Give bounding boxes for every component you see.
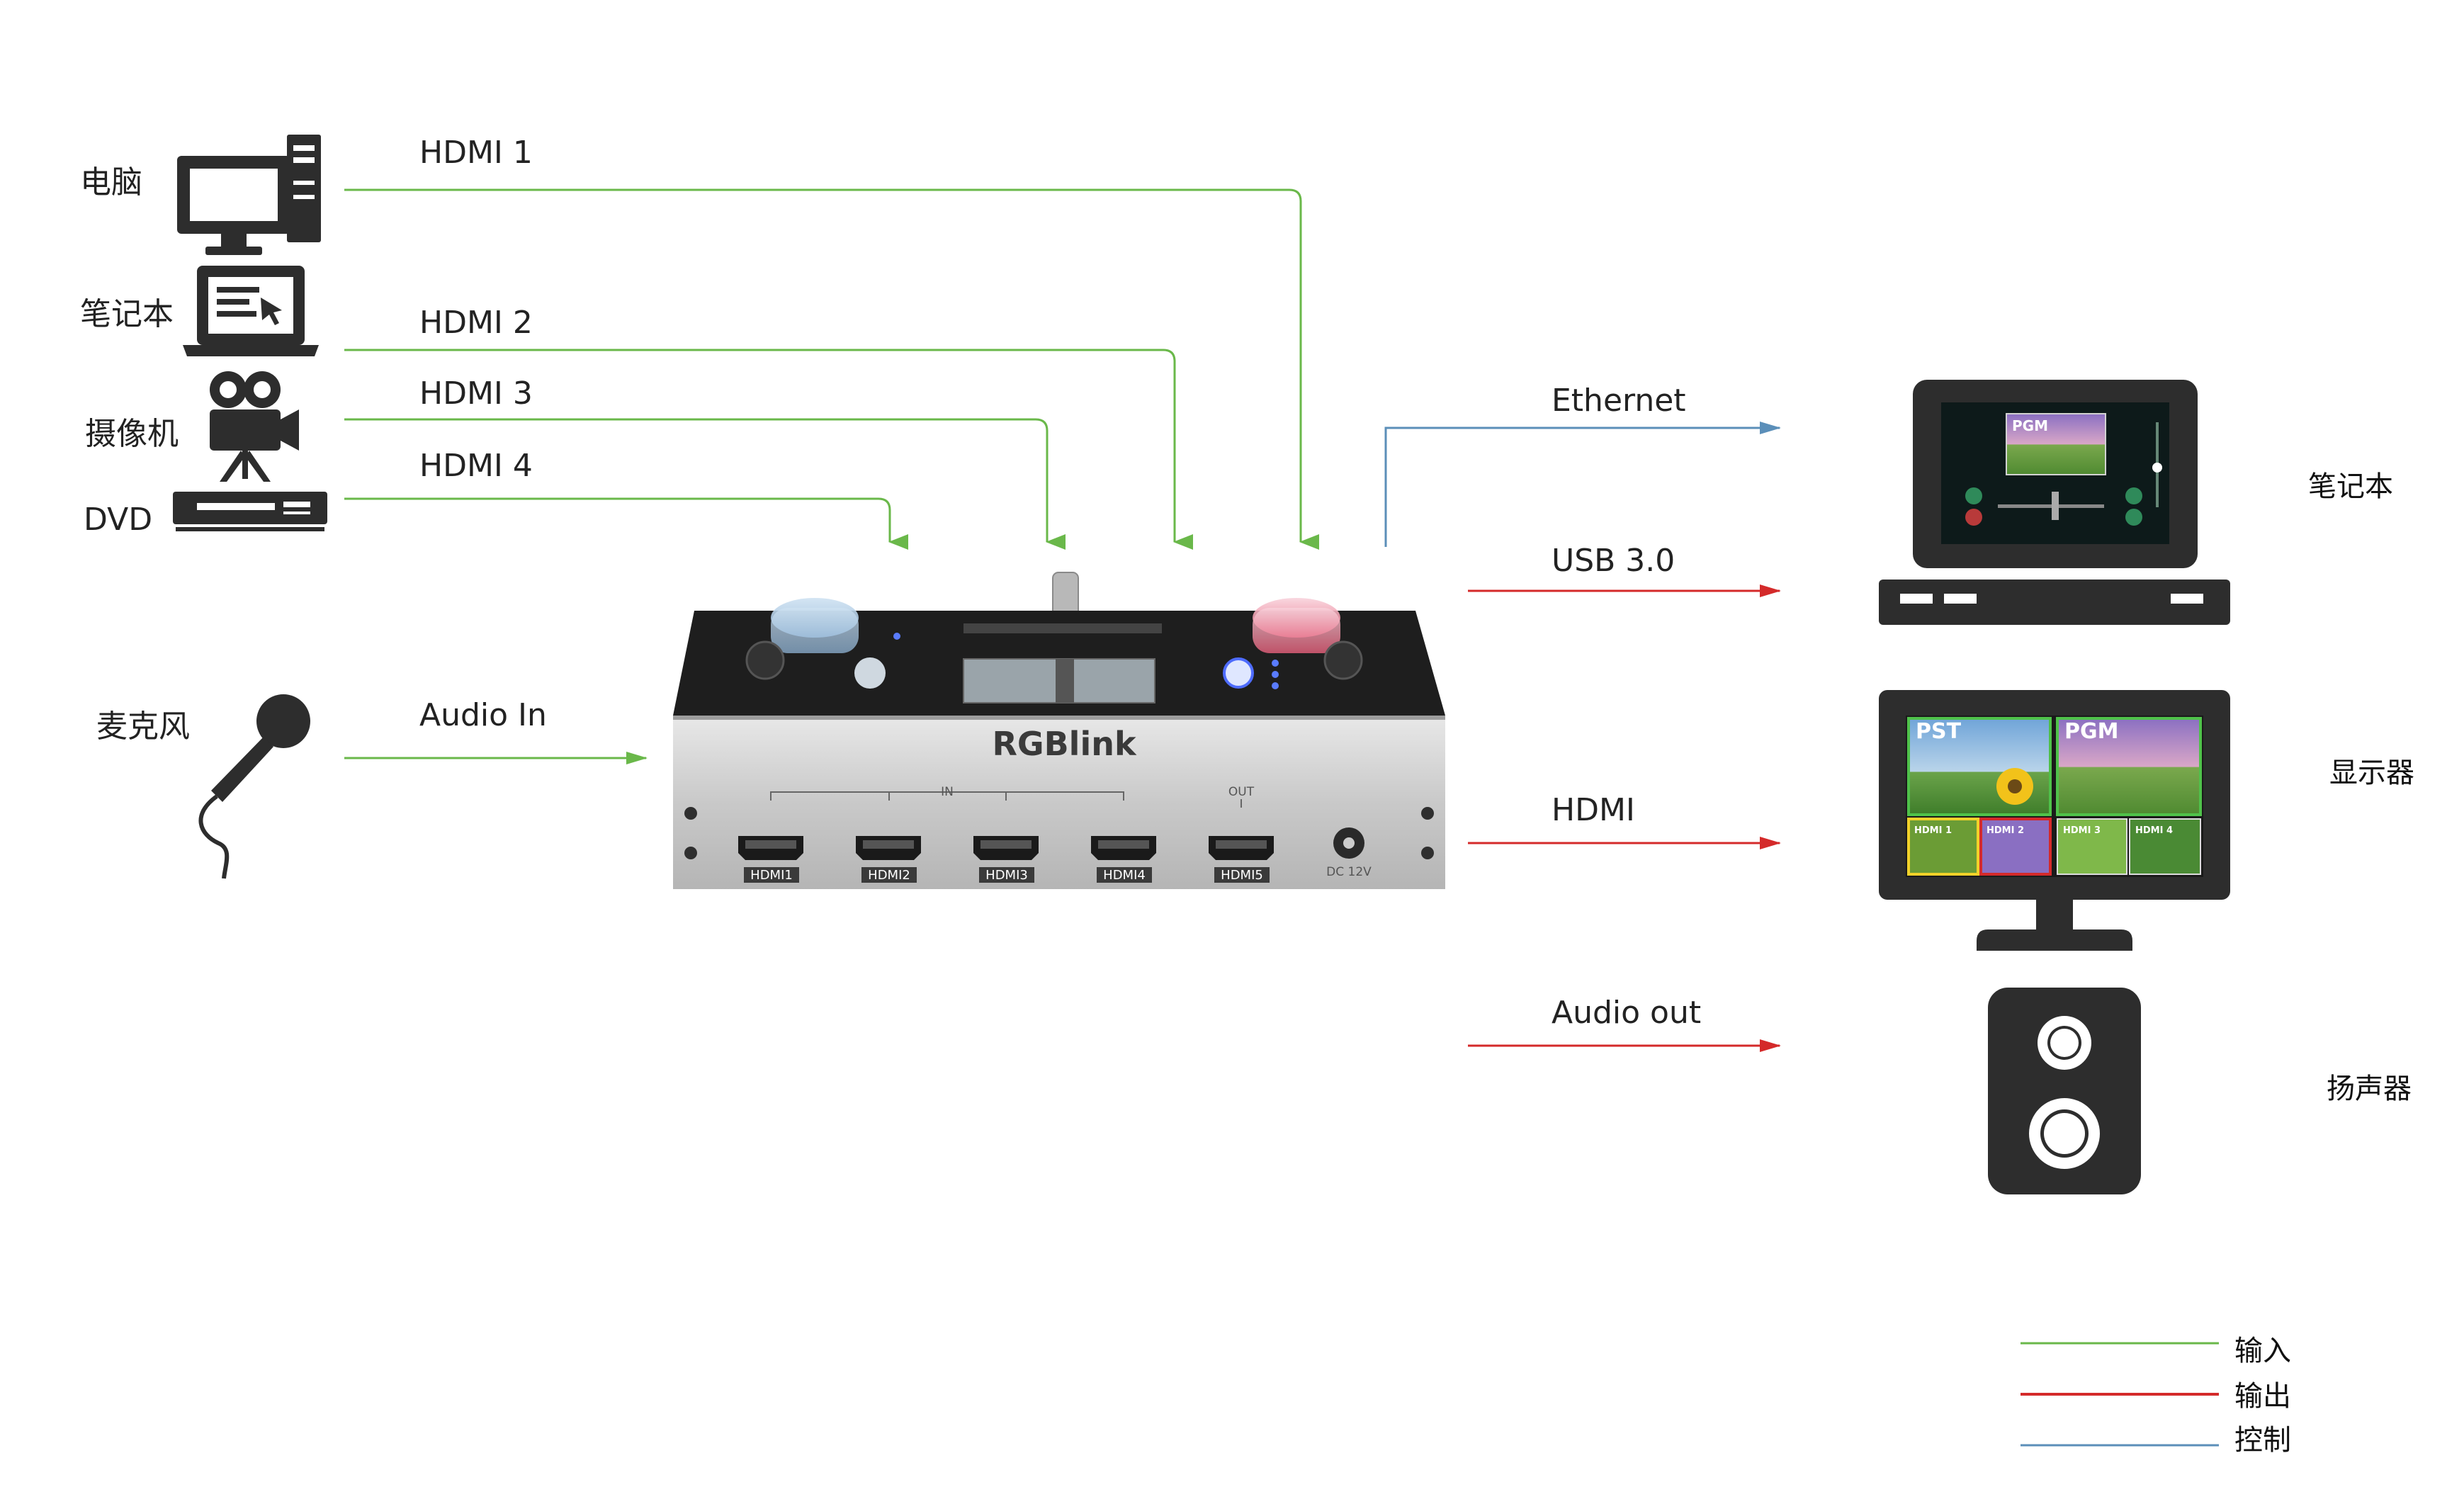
dest-label-laptop: 笔记本 bbox=[2308, 470, 2393, 503]
monitor-icon: PST PGM HDMI 1 HDMI 2 HDMI 3 HDMI 4 bbox=[1879, 690, 2230, 951]
dest-label-monitor: 显示器 bbox=[2329, 757, 2414, 789]
source-label-dvd: DVD bbox=[84, 502, 152, 538]
link-label-hdmi-out: HDMI bbox=[1552, 792, 1635, 828]
dc-power-jack: DC 12V bbox=[1326, 827, 1372, 879]
source-label-mic: 麦克风 bbox=[96, 708, 190, 745]
thumb-label-2: HDMI 2 bbox=[1987, 825, 2024, 836]
source-label-laptop: 笔记本 bbox=[80, 296, 174, 332]
laptop-screen-pgm: PGM bbox=[2012, 417, 2048, 434]
hdmi-port-5: HDMI5 bbox=[1209, 836, 1274, 883]
thumb-label-3: HDMI 3 bbox=[2063, 825, 2101, 836]
dest-label-speaker: 扬声器 bbox=[2327, 1073, 2412, 1105]
legend: 输入 输出 控制 bbox=[2021, 1335, 2291, 1457]
monitor-pst-label: PST bbox=[1916, 719, 1962, 744]
hdmi-port-2: HDMI2 bbox=[856, 836, 921, 883]
line-ethernet bbox=[1384, 422, 1781, 547]
link-label-usb: USB 3.0 bbox=[1552, 543, 1675, 579]
device-brand: RGBlink bbox=[992, 725, 1137, 763]
port-label-3: HDMI3 bbox=[985, 868, 1028, 883]
source-label-pc: 电脑 bbox=[80, 164, 142, 200]
monitor-pgm-label: PGM bbox=[2064, 719, 2118, 744]
link-label-audio-out: Audio out bbox=[1552, 995, 1701, 1031]
link-label-audio-in: Audio In bbox=[419, 697, 547, 733]
legend-label-output: 输出 bbox=[2234, 1380, 2291, 1413]
port-label-4: HDMI4 bbox=[1103, 868, 1146, 883]
legend-label-input: 输入 bbox=[2234, 1335, 2291, 1367]
video-mixer-device: RGBlink IN OUT HDMI1 HDMI2 HDMI bbox=[673, 572, 1445, 889]
in-label: IN bbox=[941, 785, 954, 799]
hdmi-port-3: HDMI3 bbox=[973, 836, 1039, 883]
link-label-hdmi-1: HDMI 1 bbox=[419, 135, 533, 171]
hdmi-port-1: HDMI1 bbox=[738, 836, 803, 883]
thumb-label-4: HDMI 4 bbox=[2135, 825, 2173, 836]
line-hdmi-3 bbox=[344, 418, 1066, 550]
link-label-hdmi-4: HDMI 4 bbox=[419, 448, 533, 484]
input-lines bbox=[344, 188, 1319, 764]
power-label: DC 12V bbox=[1326, 865, 1372, 879]
port-label-2: HDMI2 bbox=[868, 868, 910, 883]
laptop-icon: PGM bbox=[1879, 380, 2230, 625]
source-label-camera: 摄像机 bbox=[85, 416, 179, 452]
thumb-label-1: HDMI 1 bbox=[1914, 825, 1952, 836]
port-label-5: HDMI5 bbox=[1221, 868, 1263, 883]
link-label-hdmi-3: HDMI 3 bbox=[419, 375, 533, 412]
line-hdmi-4 bbox=[344, 497, 908, 550]
legend-label-control: 控制 bbox=[2234, 1424, 2291, 1457]
link-label-hdmi-2: HDMI 2 bbox=[419, 305, 533, 341]
hdmi-port-4: HDMI4 bbox=[1091, 836, 1156, 883]
line-hdmi-2 bbox=[344, 349, 1193, 550]
link-label-ethernet: Ethernet bbox=[1552, 383, 1686, 419]
out-label: OUT bbox=[1228, 785, 1255, 799]
desktop-computer-icon bbox=[177, 135, 321, 255]
speaker-icon bbox=[1988, 988, 2141, 1194]
video-camera-icon bbox=[210, 371, 299, 482]
port-label-1: HDMI1 bbox=[750, 868, 793, 883]
line-hdmi-1 bbox=[344, 188, 1319, 550]
output-lines bbox=[1384, 422, 1781, 1052]
laptop-icon bbox=[183, 266, 319, 356]
microphone-icon bbox=[198, 694, 310, 879]
dvd-player-icon bbox=[173, 492, 327, 531]
